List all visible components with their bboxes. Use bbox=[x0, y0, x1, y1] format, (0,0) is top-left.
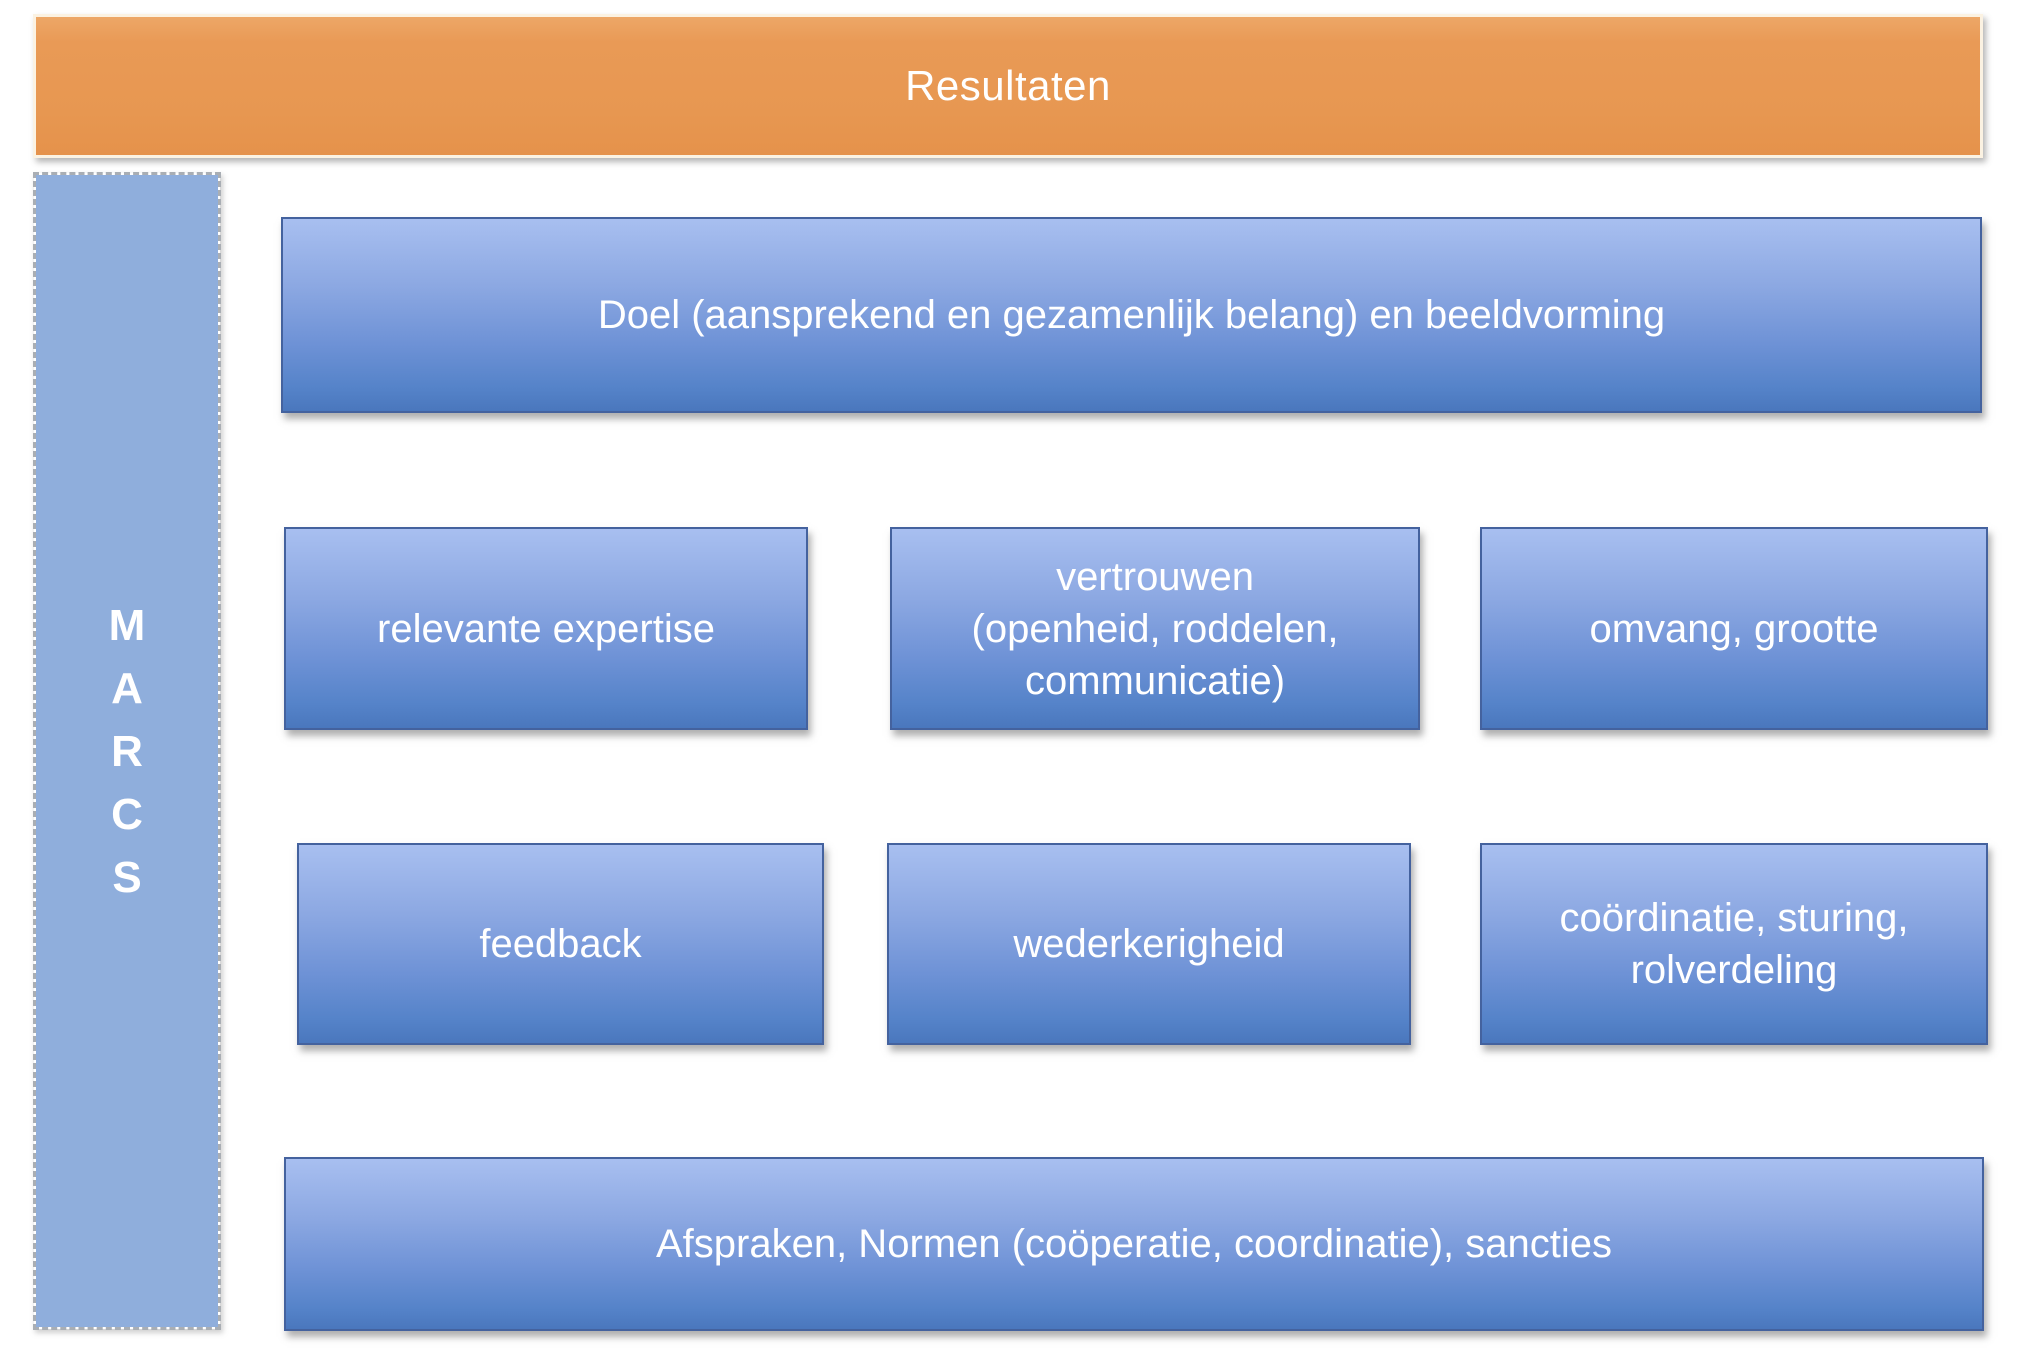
wederkerigheid-box: wederkerigheid bbox=[887, 843, 1411, 1045]
omvang-grootte-box: omvang, grootte bbox=[1480, 527, 1988, 730]
marcs-letter-m: M bbox=[108, 600, 146, 650]
afspraken-normen-box: Afspraken, Normen (coöperatie, coordinat… bbox=[284, 1157, 1984, 1331]
vertrouwen-box: vertrouwen (openheid, roddelen, communic… bbox=[890, 527, 1420, 730]
feedback-box: feedback bbox=[297, 843, 824, 1045]
results-banner: Resultaten bbox=[33, 14, 1983, 158]
relevante-expertise-label: relevante expertise bbox=[377, 606, 715, 651]
results-banner-label: Resultaten bbox=[905, 62, 1111, 109]
feedback-label: feedback bbox=[479, 922, 642, 966]
vertrouwen-line-2: (openheid, roddelen, bbox=[971, 606, 1339, 651]
wederkerigheid-label: wederkerigheid bbox=[1013, 922, 1285, 966]
afspraken-normen-label: Afspraken, Normen (coöperatie, coordinat… bbox=[655, 1222, 1612, 1266]
marcs-letter-c: C bbox=[111, 789, 143, 839]
doel-beeldvorming-box: Doel (aansprekend en gezamenlijk belang)… bbox=[281, 217, 1982, 413]
marcs-letter-a: A bbox=[111, 663, 143, 713]
coordinatie-line-2: rolverdeling bbox=[1630, 948, 1838, 992]
coordinatie-sturing-box: coördinatie, sturing, rolverdeling bbox=[1480, 843, 1988, 1045]
doel-beeldvorming-label: Doel (aansprekend en gezamenlijk belang)… bbox=[597, 293, 1666, 337]
omvang-grootte-label: omvang, grootte bbox=[1589, 606, 1879, 651]
coordinatie-line-1: coördinatie, sturing, bbox=[1559, 896, 1909, 940]
vertrouwen-line-3: communicatie) bbox=[1024, 658, 1286, 703]
marcs-letter-r: R bbox=[111, 726, 143, 776]
marcs-letter-s: S bbox=[112, 852, 142, 902]
relevante-expertise-box: relevante expertise bbox=[284, 527, 808, 730]
vertrouwen-line-1: vertrouwen bbox=[1056, 554, 1254, 599]
marcs-sidebar: M A R C S bbox=[33, 172, 221, 1330]
